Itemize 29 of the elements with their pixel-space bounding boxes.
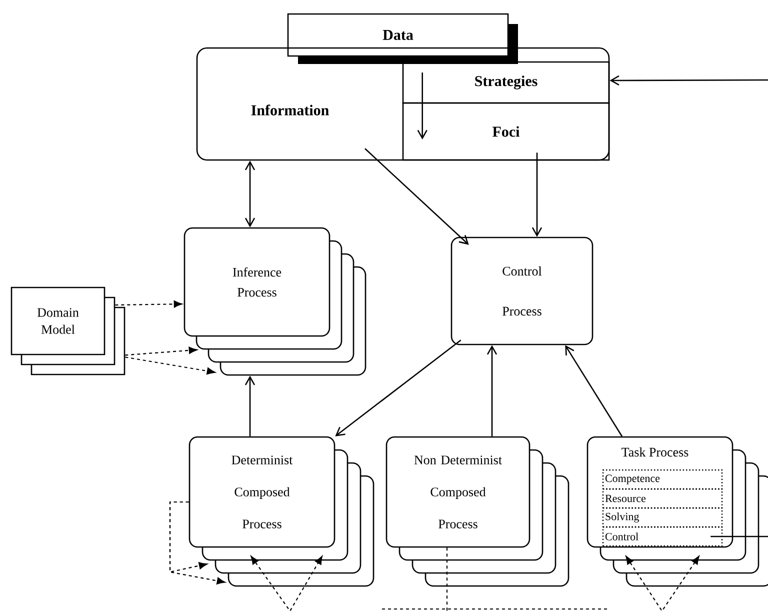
row-cell: Solving	[602, 507, 723, 528]
arrow	[244, 376, 256, 436]
dashed-arrow	[250, 556, 322, 612]
arrow	[335, 340, 462, 436]
arrow	[417, 72, 428, 140]
line	[710, 536, 768, 538]
tab-box: Data	[287, 13, 518, 64]
arrow	[565, 345, 623, 437]
dashed-arrow	[125, 356, 216, 375]
stacked-box: Domain Model	[10, 286, 126, 376]
dashed-arrow	[115, 300, 182, 308]
row-cell: Control	[602, 526, 723, 547]
stacked-box: Inference Process	[184, 227, 366, 376]
section-cell: Strategies	[402, 61, 610, 104]
process-box: Control Process	[450, 236, 594, 346]
arrow	[610, 75, 768, 86]
arrow	[244, 160, 256, 228]
row-cell: Competence	[602, 469, 723, 490]
dashed-arrow	[626, 556, 700, 612]
dashed-arrow	[169, 501, 226, 584]
arrow	[532, 152, 542, 237]
dashed-line	[446, 548, 448, 612]
dashed-arrow	[125, 346, 198, 356]
arrow	[486, 345, 498, 436]
row-cell: Resource	[602, 488, 723, 509]
stacked-box: Determinist Composed Process	[188, 436, 374, 587]
stacked-box: Non Determinist Composed Process	[386, 436, 570, 587]
arrow	[364, 148, 469, 245]
section-cell: Foci	[402, 102, 610, 161]
